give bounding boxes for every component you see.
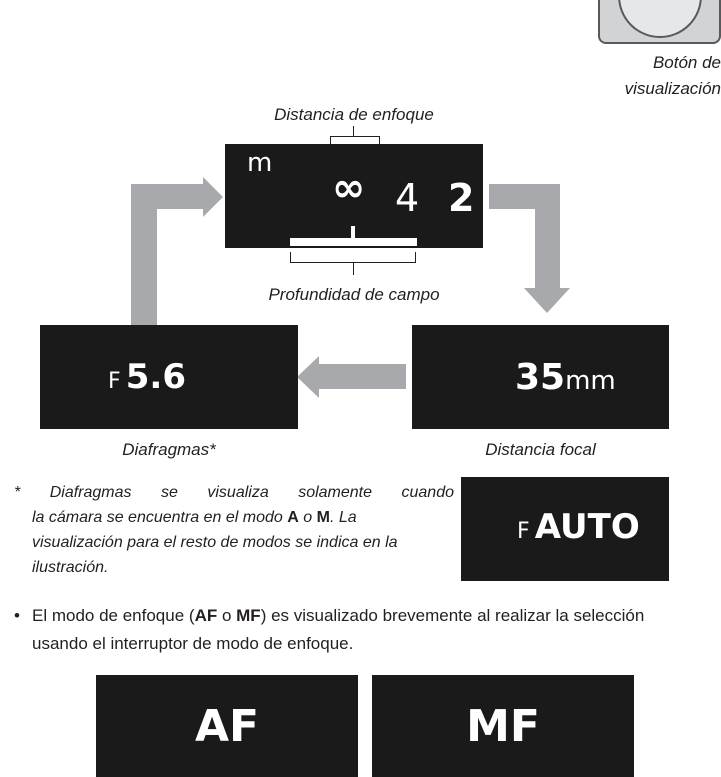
display-button-circle-icon <box>618 0 702 38</box>
display-button-caption: Botón de visualización <box>600 50 721 102</box>
mf-label: MF <box>236 606 261 625</box>
focus-display-panel: m ∞ 4 2 <box>225 144 483 248</box>
footnote-line4: ilustración. <box>32 559 109 576</box>
display-button-caption-line1: Botón de <box>652 53 721 72</box>
auto-value: AUTO <box>534 507 640 547</box>
aperture-prefix: F <box>108 369 121 394</box>
focal-length-caption: Distancia focal <box>485 440 596 459</box>
af-label: AF <box>194 606 218 625</box>
mf-display-panel: MF <box>372 675 634 777</box>
af-display-panel: AF <box>96 675 358 777</box>
focus-mode-note: •El modo de enfoque (AF o MF) es visuali… <box>14 602 714 658</box>
mode-m-label: M <box>316 509 330 526</box>
infinity-symbol: ∞ <box>332 165 366 211</box>
focus-indicator-tick <box>351 226 355 240</box>
display-button-caption-line2: visualización <box>624 79 721 98</box>
focus-mode-note-line1: •El modo de enfoque (AF o MF) es visuali… <box>14 602 714 630</box>
mf-label-display: MF <box>466 701 540 752</box>
distance-digit-2: 2 <box>448 176 475 220</box>
focal-length-unit: mm <box>565 366 616 396</box>
distance-digit-4: 4 <box>395 176 420 220</box>
display-button-illustration <box>598 0 721 44</box>
focal-length-value: 35 <box>515 357 566 398</box>
depth-of-field-caption: Profundidad de campo <box>268 285 440 304</box>
focus-distance-label: Distancia de enfoque <box>274 105 434 124</box>
mode-a-label: A <box>287 509 299 526</box>
footnote-line1: * Diafragmas se visualiza solamente cuan… <box>14 484 454 501</box>
footnote-line2: la cámara se encuentra en el modo A o M.… <box>32 509 357 526</box>
af-label-display: AF <box>194 701 260 752</box>
bullet-marker: • <box>14 606 20 625</box>
aperture-display-panel: F 5.6 <box>40 325 298 429</box>
auto-prefix: F <box>517 519 530 544</box>
aperture-caption: Diafragmas* <box>122 440 216 459</box>
depth-of-field-bar <box>290 238 417 246</box>
focal-length-display-panel: 35mm <box>412 325 669 429</box>
footnote-line3: visualización para el resto de modos se … <box>32 534 398 551</box>
focus-mode-note-line2: usando el interruptor de modo de enfoque… <box>32 634 354 653</box>
mode-letter: m <box>247 148 273 178</box>
aperture-footnote: * Diafragmas se visualiza solamente cuan… <box>14 480 454 580</box>
aperture-value: 5.6 <box>125 357 186 397</box>
auto-aperture-display-panel: F AUTO <box>461 477 669 581</box>
